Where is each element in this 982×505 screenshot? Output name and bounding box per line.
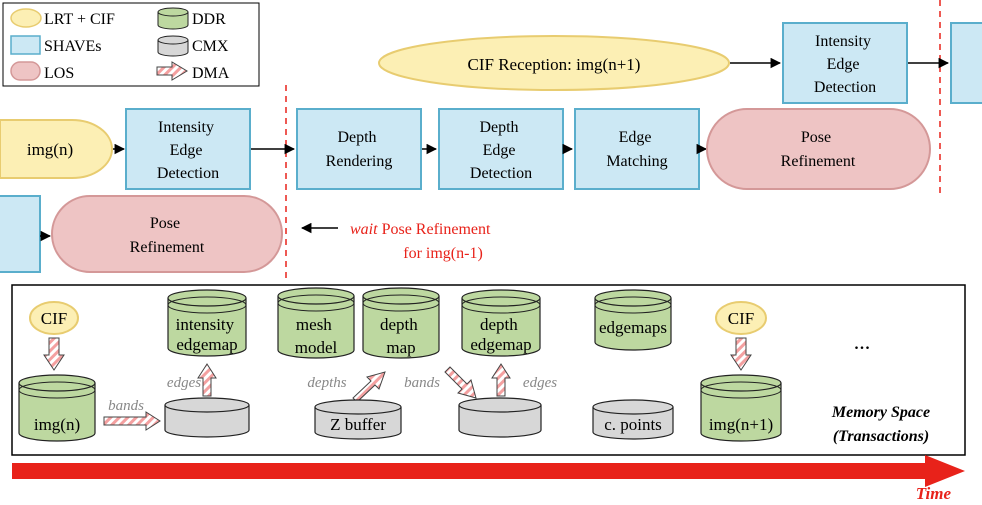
legend-label-shaves: SHAVEs	[44, 38, 102, 55]
edges-left-label: edges	[167, 375, 201, 391]
img-n1-mem-label: img(n+1)	[709, 415, 773, 434]
edgemaps-label: edgemaps	[599, 318, 667, 337]
depth-edge-detection-box	[438, 108, 564, 190]
cif-right-label: CIF	[728, 309, 754, 328]
legend-label-dma: DMA	[192, 65, 230, 82]
los-swatch	[10, 61, 41, 81]
prev-pose-refinement-box	[51, 195, 283, 273]
dma-arrow-depth-to-cmx	[444, 366, 477, 399]
shaves-swatch	[10, 35, 41, 55]
cmx-mid-cylinder	[458, 397, 542, 438]
depth-map-label: depth map	[380, 315, 422, 357]
legend-item-ddr: DDR	[157, 7, 226, 30]
depth-map-ddr-cylinder	[362, 287, 440, 359]
legend-frame	[2, 2, 260, 87]
legend-item-shaves: SHAVEs	[10, 35, 102, 55]
c-points-cmx-cylinder	[592, 399, 674, 440]
z-buffer-cmx-cylinder	[314, 399, 402, 440]
time-arrow	[12, 455, 965, 487]
mesh-model-label: mesh model	[295, 315, 338, 357]
ddr-cylinder-icon	[157, 7, 189, 30]
wait-label-line1: wait Pose Refinement	[350, 221, 491, 238]
dma-arrow-img-to-cmx	[103, 411, 161, 431]
dma-arrow-cmx-to-intensity	[197, 363, 217, 397]
legend-label-cmx: CMX	[192, 38, 229, 55]
dma-arrow-icon	[156, 61, 188, 81]
legend-item-los: LOS	[10, 61, 74, 82]
next-shaves-box-partial	[950, 22, 982, 104]
c-points-label: c. points	[604, 415, 662, 434]
depth-rendering-box	[296, 108, 422, 190]
legend-label-los: LOS	[44, 65, 74, 82]
mesh-model-ddr-cylinder	[277, 287, 355, 359]
edge-matching-box	[574, 108, 700, 190]
pose-refinement-label: Pose Refinement	[781, 129, 856, 170]
bands-mid-label: bands	[404, 375, 440, 391]
edgemaps-ddr-cylinder	[594, 289, 672, 351]
time-label: Time	[916, 484, 952, 503]
cif-right-ellipse	[715, 301, 767, 335]
depth-edge-detection-label: Depth Edge Detection	[470, 119, 532, 182]
cmx-cylinder-icon	[157, 35, 189, 57]
legend-label-ddr: DDR	[192, 11, 226, 28]
memory-space-caption-line1: Memory Space	[831, 404, 930, 421]
cmx-left-cylinder	[164, 397, 250, 438]
dma-arrow-cif-to-img	[43, 337, 65, 371]
legend-item-dma: DMA	[156, 61, 230, 82]
edge-matching-label: Edge Matching	[606, 129, 667, 170]
z-buffer-label: Z buffer	[330, 415, 386, 434]
depth-rendering-label: Depth Rendering	[326, 129, 393, 170]
edges-mid-label: edges	[523, 375, 557, 391]
img-n-mem-label: img(n)	[34, 415, 80, 434]
dma-arrow-cmx-to-depth-edgemap	[491, 363, 511, 397]
prev-shaves-box-partial	[0, 195, 41, 273]
legend-item-lrt-cif: LRT + CIF	[10, 8, 115, 28]
dma-arrow-cif-to-img-n1	[730, 337, 752, 371]
top-intensity-edge-detection-label: Intensity Edge Detection	[814, 33, 876, 96]
mid-intensity-edge-detection-box	[125, 108, 251, 190]
depth-edgemap-label: depth edgemap	[470, 315, 531, 354]
cif-reception-label: CIF Reception: img(n+1)	[468, 55, 641, 74]
ellipsis-label: ...	[854, 329, 871, 354]
dma-arrow-zbuffer-to-depth	[352, 371, 386, 403]
img-n-ddr-cylinder	[18, 374, 96, 442]
legend: LRT + CIF SHAVEs LOS DDR CMX DMA	[2, 2, 260, 87]
bands-left-label: bands	[108, 398, 144, 414]
intensity-edgemap-ddr-cylinder	[167, 289, 247, 357]
prev-pose-refinement-label: Pose Refinement	[130, 215, 205, 256]
pose-refinement-box	[706, 108, 931, 190]
cif-left-ellipse	[29, 301, 79, 335]
cif-left-label: CIF	[41, 309, 67, 328]
wait-label-line2: for img(n-1)	[403, 245, 483, 262]
lrt-cif-swatch	[10, 8, 42, 28]
mid-intensity-edge-detection-label: Intensity Edge Detection	[157, 119, 219, 182]
img-n-ellipse-partial	[0, 119, 113, 179]
depth-edgemap-ddr-cylinder	[461, 289, 541, 357]
img-n1-ddr-cylinder	[700, 374, 782, 442]
memory-space-caption-line2: (Transactions)	[833, 428, 929, 445]
legend-label-lrt-cif: LRT + CIF	[44, 11, 115, 28]
img-n-label: img(n)	[27, 140, 73, 159]
cif-reception-ellipse	[378, 35, 730, 91]
top-intensity-edge-detection-box	[782, 22, 908, 104]
legend-item-cmx: CMX	[157, 35, 229, 57]
intensity-edgemap-label: intensity edgemap	[176, 315, 239, 354]
depths-label: depths	[307, 375, 346, 391]
